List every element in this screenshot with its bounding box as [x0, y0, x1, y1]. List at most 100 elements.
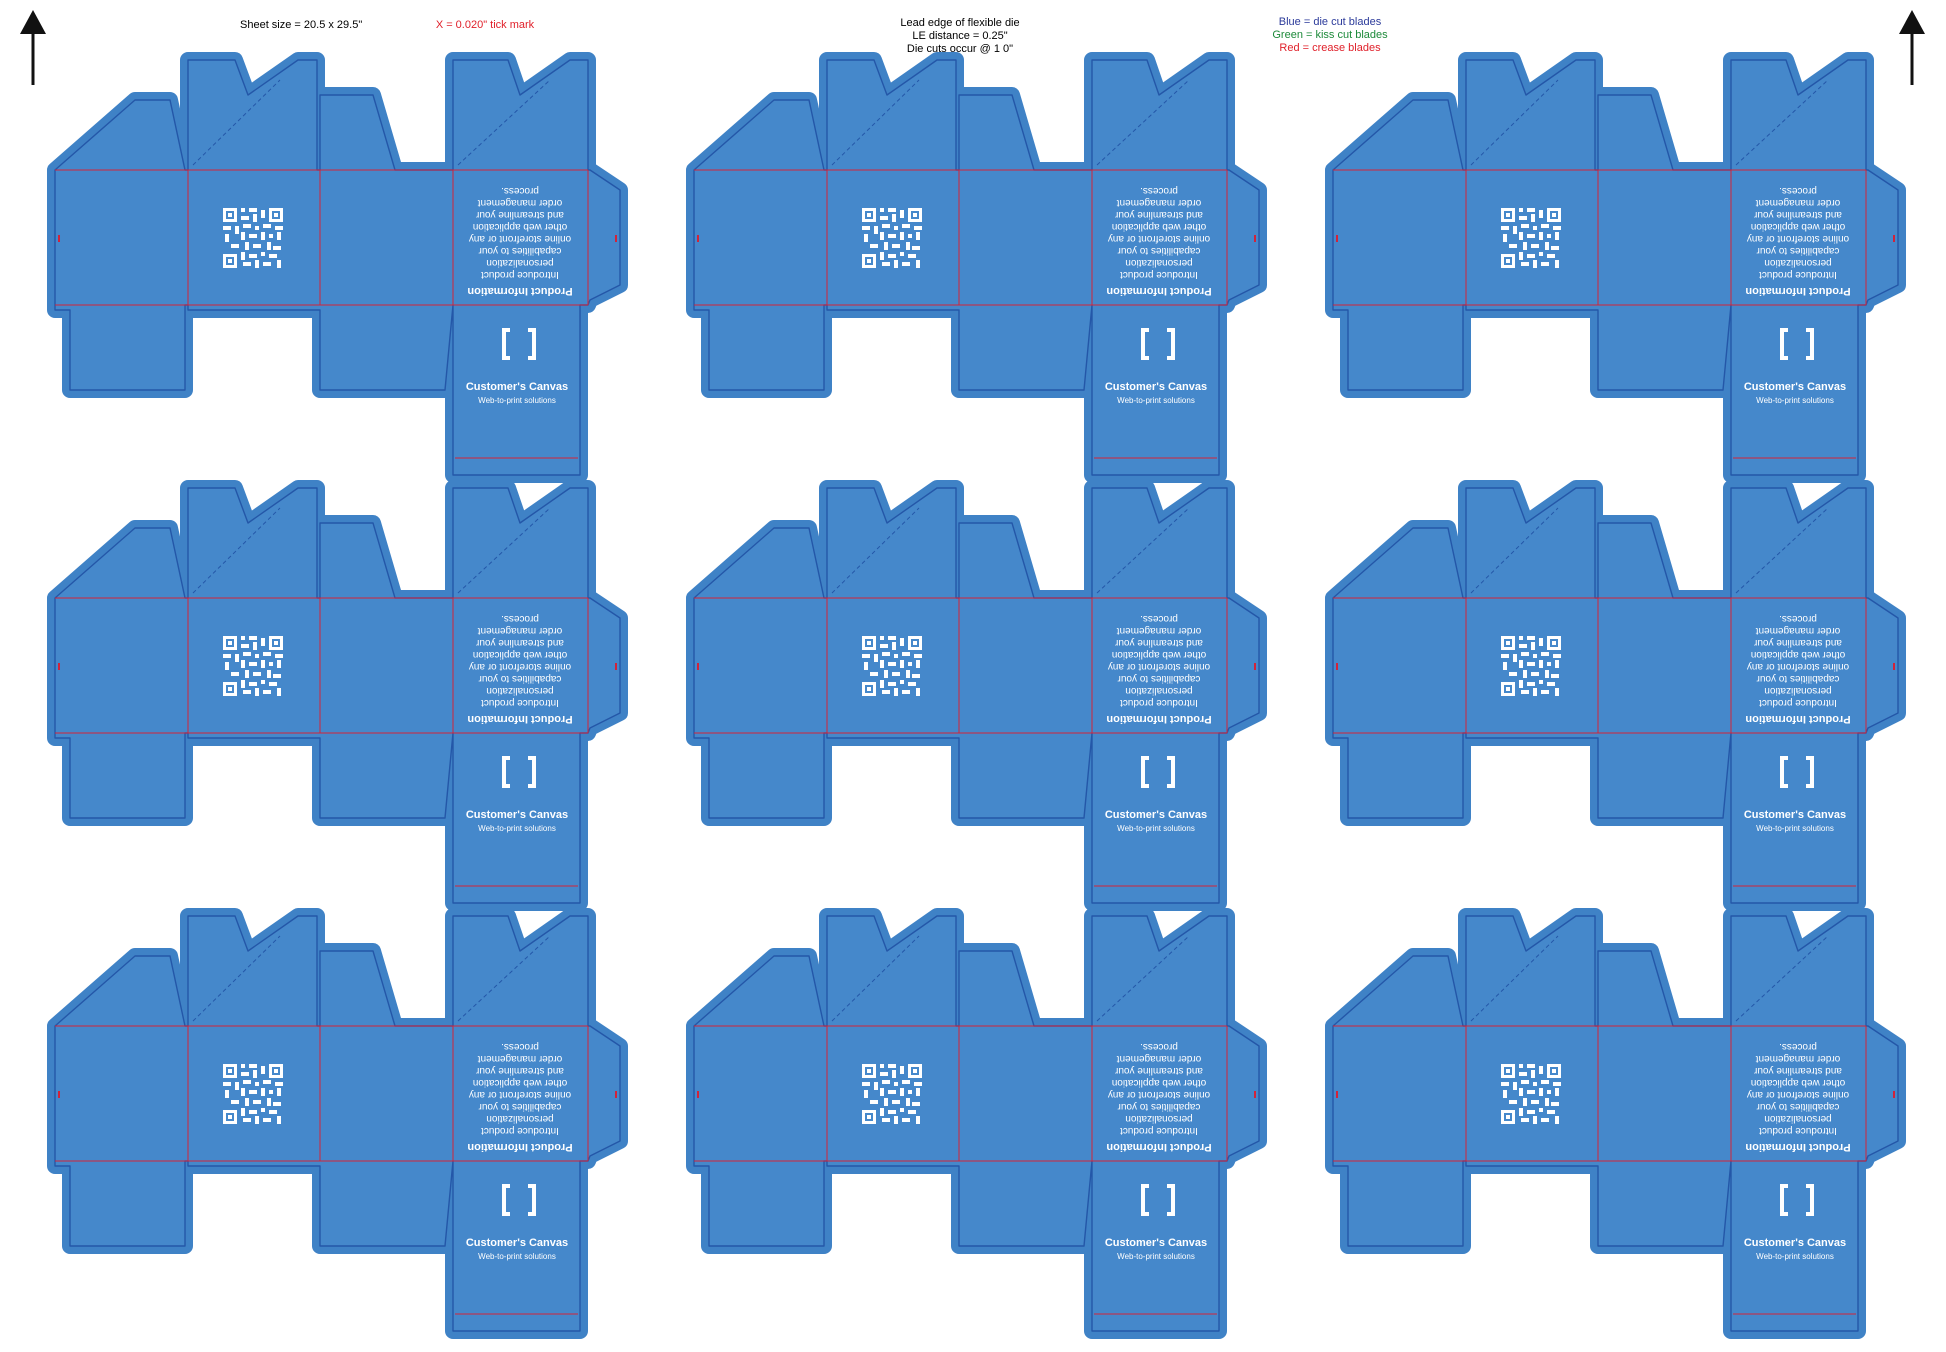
product-info-title: Product Information	[1106, 1141, 1211, 1153]
crease-lines	[1333, 597, 1867, 887]
product-info-title: Product Information	[467, 285, 572, 297]
label-subtitle: Web-to-print solutions	[1117, 396, 1195, 405]
product-info-title: Product Information	[1745, 1141, 1850, 1153]
qr-code-icon	[221, 1062, 285, 1126]
label-subtitle: Web-to-print solutions	[1756, 396, 1834, 405]
product-info-line: process.	[501, 185, 539, 196]
product-info-line: and streamline your	[1114, 209, 1202, 220]
product-info-line: personalization	[486, 257, 553, 268]
product-info-title: Product Information	[1745, 713, 1850, 725]
qr-code-icon	[221, 206, 285, 270]
perforation-lines	[1470, 79, 1829, 166]
legend-blue: Blue = die cut blades	[1278, 16, 1382, 28]
crease-lines	[694, 597, 1228, 887]
product-info-line: order management	[1756, 1053, 1841, 1064]
product-info-line: personalization	[1125, 257, 1192, 268]
product-info-line: process.	[1140, 613, 1178, 624]
product-info-line: capabilities to your	[1117, 1101, 1200, 1112]
product-info-line: capabilities to your	[1117, 673, 1200, 684]
qr-code-icon	[860, 634, 924, 698]
label-title: Customer's Canvas	[1105, 381, 1207, 393]
arrow-up-icon-right	[1899, 10, 1925, 85]
product-info-title: Product Information	[1106, 285, 1211, 297]
product-info-line: online storefront or any	[1108, 661, 1210, 672]
lead-edge-line-2: LE distance = 0.25"	[912, 30, 1008, 42]
product-info-title: Product Information	[1745, 285, 1850, 297]
product-info-line: other web application	[473, 221, 568, 232]
product-info-line: Introduce product	[1759, 1125, 1837, 1136]
product-info-line: other web application	[1751, 221, 1846, 232]
product-info-line: order management	[478, 1053, 563, 1064]
bracket-logo-icon	[1141, 328, 1175, 360]
product-info-line: order management	[1756, 625, 1841, 636]
product-info-line: process.	[501, 1041, 539, 1052]
label-subtitle: Web-to-print solutions	[478, 1252, 556, 1261]
perforation-lines	[1470, 935, 1829, 1022]
label-subtitle: Web-to-print solutions	[478, 396, 556, 405]
product-info-line: Introduce product	[481, 1125, 559, 1136]
product-info-line: capabilities to your	[1756, 245, 1839, 256]
product-info-line: process.	[1140, 1041, 1178, 1052]
product-info-panel: Product Information Introduce productpers…	[1745, 185, 1850, 297]
product-info-line: online storefront or any	[1747, 233, 1849, 244]
product-info-line: capabilities to your	[1756, 1101, 1839, 1112]
lead-edge-note: Lead edge of flexible die LE distance = …	[880, 17, 1040, 56]
product-info-line: and streamline your	[475, 209, 563, 220]
product-info-line: personalization	[1764, 685, 1831, 696]
product-info-line: and streamline your	[1753, 637, 1841, 648]
product-info-line: capabilities to your	[1756, 673, 1839, 684]
perforation-lines	[192, 79, 551, 166]
product-info-line: Introduce product	[1759, 269, 1837, 280]
product-info-line: Introduce product	[1120, 697, 1198, 708]
product-info-line: online storefront or any	[469, 1089, 571, 1100]
product-info-line: online storefront or any	[1108, 1089, 1210, 1100]
product-info-line: order management	[1756, 197, 1841, 208]
product-info-title: Product Information	[467, 1141, 572, 1153]
product-info-line: process.	[1779, 1041, 1817, 1052]
legend-green: Green = kiss cut blades	[1272, 29, 1388, 41]
product-info-line: order management	[1117, 1053, 1202, 1064]
label-title: Customer's Canvas	[466, 809, 568, 821]
product-info-line: capabilities to your	[478, 673, 561, 684]
product-info-line: and streamline your	[1753, 1065, 1841, 1076]
label-title: Customer's Canvas	[1744, 1237, 1846, 1249]
product-info-line: Introduce product	[1120, 1125, 1198, 1136]
qr-code-icon	[221, 634, 285, 698]
bracket-logo-icon	[1141, 756, 1175, 788]
product-info-line: and streamline your	[1114, 637, 1202, 648]
product-info-panel: Product Information Introduce productpers…	[467, 185, 572, 297]
bracket-logo-icon	[502, 1184, 536, 1216]
product-info-panel: Product Information Introduce productpers…	[1106, 185, 1211, 297]
product-info-line: online storefront or any	[469, 661, 571, 672]
bracket-logo-icon	[502, 756, 536, 788]
product-info-line: other web application	[1751, 649, 1846, 660]
label-title: Customer's Canvas	[1744, 809, 1846, 821]
product-info-line: Introduce product	[481, 269, 559, 280]
product-info-line: Introduce product	[481, 697, 559, 708]
product-info-line: process.	[501, 613, 539, 624]
label-title: Customer's Canvas	[1744, 381, 1846, 393]
crease-lines	[55, 597, 589, 887]
perforation-lines	[831, 935, 1190, 1022]
perforation-lines	[192, 507, 551, 594]
product-info-line: personalization	[486, 685, 553, 696]
label-subtitle: Web-to-print solutions	[1117, 824, 1195, 833]
label-title: Customer's Canvas	[466, 381, 568, 393]
sheet-size-note: Sheet size = 20.5 x 29.5"	[240, 19, 362, 32]
box-die-r1c3: Product Information Introduce productpers…	[1325, 52, 1906, 483]
product-info-line: personalization	[1764, 257, 1831, 268]
product-info-title: Product Information	[467, 713, 572, 725]
product-info-line: other web application	[1112, 649, 1207, 660]
bracket-logo-icon	[1780, 1184, 1814, 1216]
perforation-lines	[192, 935, 551, 1022]
product-info-line: personalization	[1125, 685, 1192, 696]
arrow-up-icon-left	[20, 10, 46, 85]
label-subtitle: Web-to-print solutions	[1756, 824, 1834, 833]
product-info-panel: Product Information Introduce productpers…	[467, 613, 572, 725]
product-info-line: Introduce product	[1120, 269, 1198, 280]
product-info-line: online storefront or any	[1747, 661, 1849, 672]
